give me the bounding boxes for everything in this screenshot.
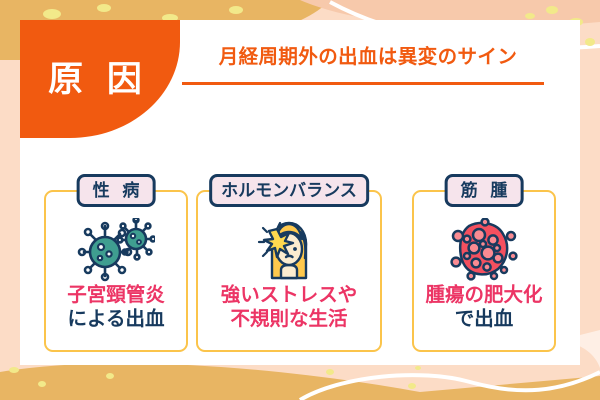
tumor-cells-icon (450, 218, 518, 281)
card-text-line-1: 強いストレスや (220, 284, 358, 306)
headache-woman-icon (257, 221, 308, 280)
confetti-dots (9, 4, 595, 389)
tan-wave-bottom (0, 363, 600, 400)
card-badge-hormone: ホルモンバランス (209, 174, 369, 207)
card-text-line-2: による出血 (67, 307, 165, 330)
white-curve-bottom (298, 370, 600, 400)
card-badge-fibroid: 筋 腫 (444, 174, 524, 207)
card-text-line-1: 子宮頸管炎 (67, 284, 165, 306)
card-text-sti: 子宮頸管炎 による出血 (46, 284, 186, 332)
card-text-line-2: で出血 (454, 307, 514, 330)
cause-card-hormone: ホルモンバランス 強いストレスや (196, 174, 382, 352)
card-text-hormone: 強いストレスや 不規則な生活 (198, 284, 380, 332)
header-badge-label: 原 因 (48, 59, 149, 99)
page-title: 月経周期外の出血は異変のサイン (218, 46, 518, 68)
card-text-fibroid: 腫瘍の肥大化 で出血 (414, 284, 554, 332)
card-text-line-2: 不規則な生活 (230, 307, 348, 330)
virus-icon (77, 218, 155, 282)
cause-card-sti: 性 病 (44, 174, 188, 352)
title-underline (182, 82, 544, 85)
cause-card-fibroid: 筋 腫 (412, 174, 556, 352)
card-text-line-1: 腫瘍の肥大化 (425, 284, 543, 306)
card-badge-sti: 性 病 (76, 174, 156, 207)
